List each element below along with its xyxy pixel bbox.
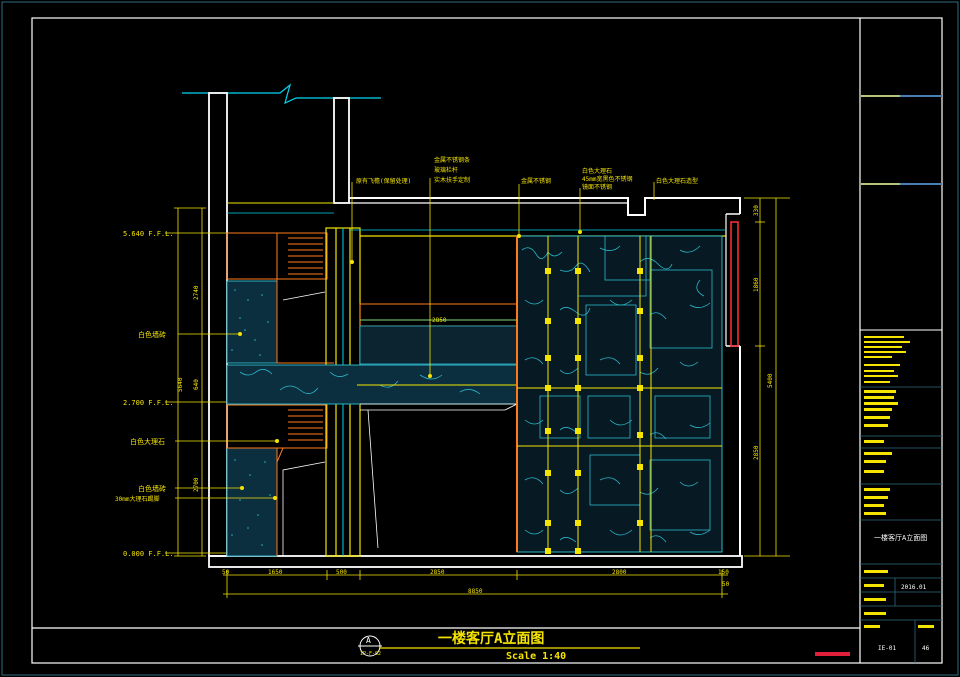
label-railing-2: 玻璃栏杆 <box>434 166 458 174</box>
label-marble-1: 白色大理石 <box>582 167 612 175</box>
drawing-title: 一楼客厅A立面图 <box>438 630 544 647</box>
label-lower-wall-2: 30mm大理石踢脚 <box>115 495 159 503</box>
label-cornice: 原有飞檐(保留处理) <box>356 177 411 185</box>
dim-bottom-4: 2850 <box>430 569 445 576</box>
dim-bottom-2: 1650 <box>268 569 283 576</box>
label-middle-stone: 白色大理石 <box>130 437 165 446</box>
title-block-date: 2016.01 <box>901 584 927 591</box>
label-marble-2: 45mm宽黑色不锈钢 <box>582 175 632 183</box>
dim-bottom-5: 2800 <box>612 569 627 576</box>
drawing-border <box>31 17 943 664</box>
dim-bottom-6: 150 <box>718 569 729 576</box>
window-section <box>730 221 739 347</box>
tile-texture <box>231 289 271 546</box>
label-steel: 金属不锈钢 <box>521 177 551 185</box>
left-wall-tiles <box>226 280 278 557</box>
label-upper-wall: 白色墙砖 <box>138 330 166 339</box>
title-block-notes <box>864 336 910 515</box>
label-railing-1: 金属不锈钢条 <box>434 156 470 164</box>
dim-bottom-3: 500 <box>336 569 347 576</box>
drawing-scale: Scale 1:40 <box>506 651 566 662</box>
staircase <box>226 232 334 556</box>
title-block-drawing-no: IE-01 <box>878 645 896 652</box>
label-railing-3: 实木扶手定制 <box>434 176 470 184</box>
label-lower-wall-1: 白色墙砖 <box>138 484 166 493</box>
dim-left-upper: 2740 <box>193 285 200 300</box>
dim-bottom-7: 50 <box>722 581 730 588</box>
dim-bottom-1: 50 <box>222 569 230 576</box>
dim-left-mid: 640 <box>193 379 200 390</box>
dim-bottom-total: 8850 <box>468 588 483 595</box>
title-block-page-no: 46 <box>922 645 930 652</box>
dim-right-window: 1860 <box>753 277 760 292</box>
view-mark: A IP-F-02 <box>358 635 382 657</box>
level-upper: 5.640 F.F.L. <box>123 230 174 238</box>
label-marble-feature: 白色大理石造型 <box>656 177 698 185</box>
dim-right-lower: 2850 <box>753 445 760 460</box>
title-block-sheet-name: 一楼客厅A立面图 <box>874 533 927 542</box>
view-mark-sheet: IP-F-02 <box>360 651 381 657</box>
dim-right-mid: 5400 <box>767 373 774 388</box>
view-mark-letter: A <box>366 636 371 645</box>
level-middle: 2.700 F.F.L. <box>123 399 174 407</box>
marble-wall <box>516 235 723 554</box>
dim-right-top: 330 <box>753 205 760 216</box>
dim-left-total: 5640 <box>177 377 184 392</box>
level-ground: 0.000 F.F.L. <box>123 550 174 558</box>
dim-left-lower: 2700 <box>193 477 200 492</box>
label-marble-3: 镜面不锈钢 <box>582 183 612 191</box>
dim-beam: 2850 <box>432 317 447 324</box>
